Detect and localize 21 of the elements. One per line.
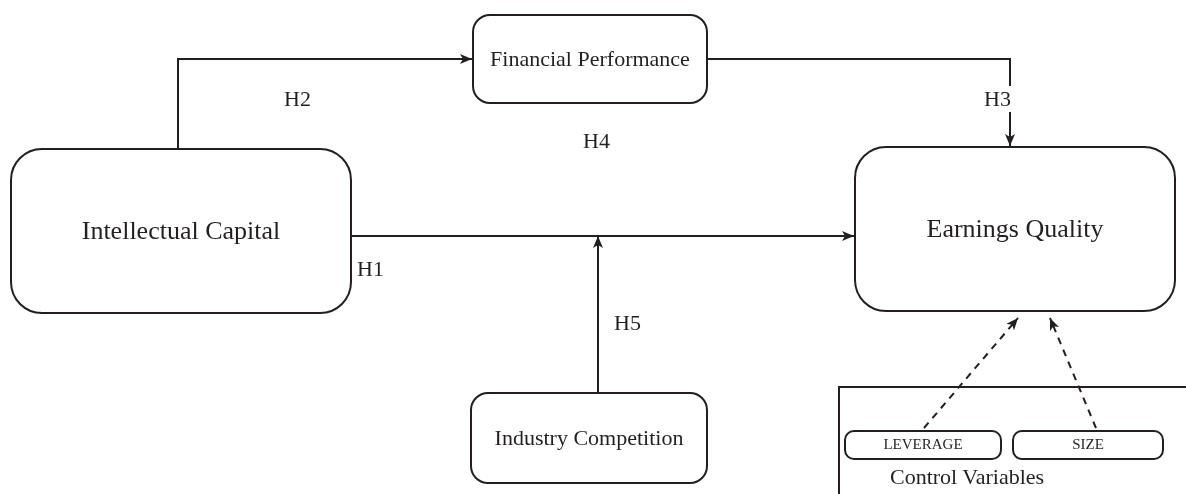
rounded-box (10, 148, 352, 314)
panel-title: Control Variables (890, 464, 1045, 490)
edge-label: H3 (982, 86, 1013, 112)
rounded-box (470, 392, 708, 484)
arrow (707, 58, 1015, 147)
node-label: Financial Performance (490, 46, 690, 72)
node-label: Industry Competition (494, 425, 684, 451)
node-label: LEVERAGE (883, 436, 963, 454)
arrow (177, 54, 473, 149)
node-label: SIZE (1072, 436, 1104, 454)
hypothesis-label: H4 (583, 128, 610, 154)
arrow (351, 231, 855, 241)
rounded-box (854, 146, 1176, 312)
rounded-box (1012, 430, 1164, 460)
dashed-arrow (1049, 317, 1097, 429)
arrow (593, 235, 603, 393)
rounded-box (844, 430, 1002, 460)
node-label: Earnings Quality (926, 214, 1104, 244)
dashed-arrow (923, 317, 1019, 429)
node-label: Intellectual Capital (81, 216, 281, 246)
rounded-box (472, 14, 708, 104)
